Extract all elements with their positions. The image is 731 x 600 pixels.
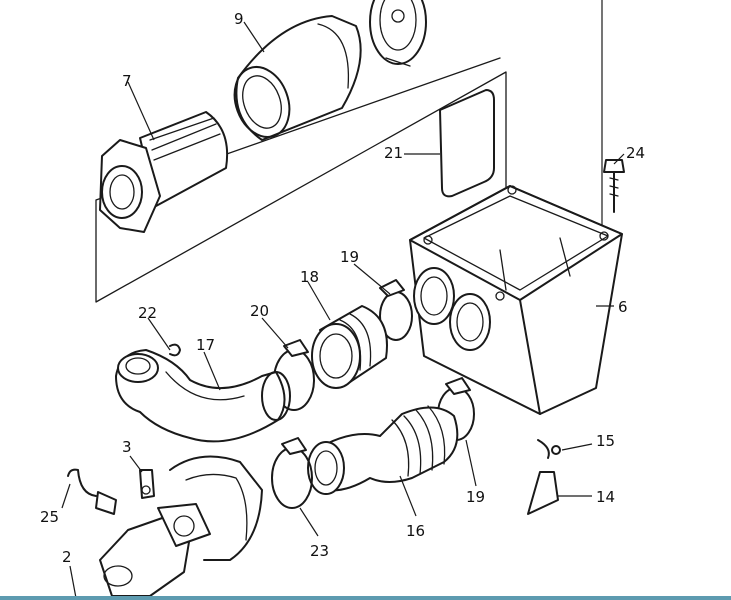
label-2: 2 bbox=[62, 548, 72, 566]
label-19-upper: 19 bbox=[340, 248, 359, 266]
part-24-bolt bbox=[603, 159, 625, 213]
part-15-screw bbox=[537, 439, 561, 459]
leader-24 bbox=[613, 153, 625, 165]
label-18: 18 bbox=[300, 268, 319, 286]
part-top-plate bbox=[369, 0, 427, 67]
part-22-clip bbox=[169, 343, 181, 357]
part-17-intake-duct bbox=[115, 349, 291, 443]
leader-2 bbox=[69, 565, 77, 599]
bottom-edge bbox=[0, 596, 731, 600]
part-9-filter-cover bbox=[233, 15, 362, 141]
part-3-bolt bbox=[139, 469, 155, 499]
label-25: 25 bbox=[40, 508, 59, 526]
leader-3 bbox=[129, 455, 143, 473]
label-6: 6 bbox=[618, 298, 628, 316]
leader-19b bbox=[465, 439, 477, 487]
label-7: 7 bbox=[122, 72, 132, 90]
label-21: 21 bbox=[384, 144, 403, 162]
part-19-clamp-upper bbox=[379, 279, 413, 341]
leader-9 bbox=[243, 21, 265, 53]
part-18-joint bbox=[311, 305, 388, 389]
leaders bbox=[61, 21, 625, 599]
leader-19a bbox=[353, 263, 391, 295]
leader-23 bbox=[299, 507, 319, 537]
label-20: 20 bbox=[250, 302, 269, 320]
label-9: 9 bbox=[234, 10, 244, 28]
leader-17 bbox=[203, 351, 221, 391]
label-19-lower: 19 bbox=[466, 488, 485, 506]
label-22: 22 bbox=[138, 304, 157, 322]
label-3: 3 bbox=[122, 438, 132, 456]
leader-20 bbox=[261, 317, 289, 349]
label-23: 23 bbox=[310, 542, 329, 560]
part-7-filter-element bbox=[99, 111, 229, 233]
part-25-sensor-wire bbox=[67, 468, 117, 515]
label-14: 14 bbox=[596, 488, 615, 506]
part-14-drain-cap bbox=[527, 471, 559, 515]
label-17: 17 bbox=[196, 336, 215, 354]
label-24: 24 bbox=[626, 144, 645, 162]
leader-15 bbox=[561, 443, 593, 451]
part-21-gasket bbox=[439, 89, 495, 198]
leader-18 bbox=[307, 281, 331, 321]
part-23-clamp bbox=[271, 437, 313, 509]
leader-7 bbox=[127, 81, 155, 141]
leader-16 bbox=[399, 475, 417, 517]
label-16: 16 bbox=[406, 522, 425, 540]
part-2-intake-manifold bbox=[99, 455, 263, 597]
label-15: 15 bbox=[596, 432, 615, 450]
leader-22 bbox=[147, 317, 171, 351]
leader-25 bbox=[61, 483, 71, 509]
part-16-bellows-hose bbox=[307, 405, 459, 495]
part-6-air-cleaner-case bbox=[409, 185, 623, 415]
